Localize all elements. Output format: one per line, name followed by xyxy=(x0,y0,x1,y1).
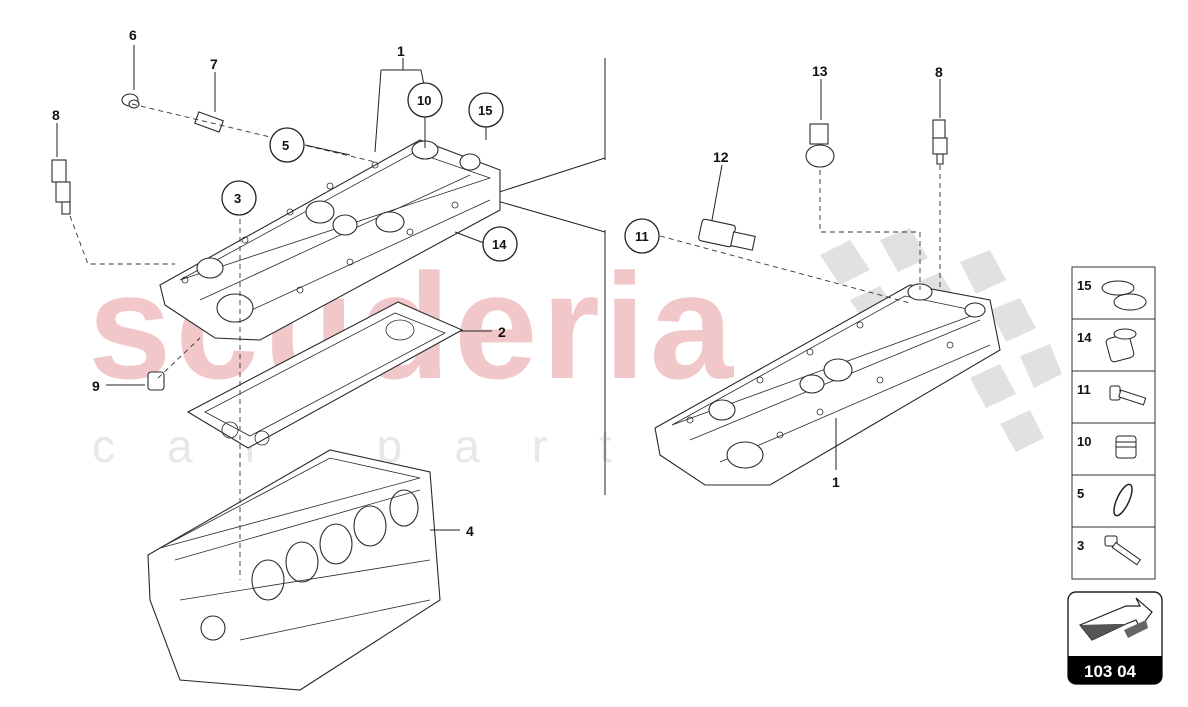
legend-num-10: 10 xyxy=(1077,434,1091,449)
cap-icon xyxy=(1105,328,1137,363)
callout-15-circle xyxy=(468,92,504,128)
arrow-icon xyxy=(1079,597,1153,641)
callout-3-circle xyxy=(221,180,257,216)
callout-7: 7 xyxy=(210,56,218,72)
valve-7 xyxy=(194,111,224,133)
callout-12: 12 xyxy=(713,149,729,165)
callout-6: 6 xyxy=(129,27,137,43)
legend-num-14: 14 xyxy=(1077,330,1092,345)
parts-legend: 15 14 11 10 5 3 xyxy=(1071,266,1156,580)
bolt-short-icon xyxy=(1109,385,1147,406)
callout-10: 10 xyxy=(417,93,431,108)
callout-1-left: 1 xyxy=(397,43,405,59)
bolt-long-icon xyxy=(1104,535,1141,566)
sensor-8-left xyxy=(51,159,71,215)
callout-5-circle xyxy=(269,127,305,163)
callout-11: 11 xyxy=(635,229,649,244)
callout-8-right: 8 xyxy=(935,64,943,80)
plug-icon xyxy=(1115,435,1137,459)
callout-9: 9 xyxy=(92,378,100,394)
seal-ring-icon xyxy=(1113,483,1133,517)
plug-6 xyxy=(121,93,140,109)
callout-15: 15 xyxy=(478,103,492,118)
callout-8-left: 8 xyxy=(52,107,60,123)
callout-14-circle xyxy=(482,226,518,262)
leader-line-1a xyxy=(489,157,606,196)
legend-num-15: 15 xyxy=(1077,278,1091,293)
callout-2: 2 xyxy=(498,324,506,340)
crank-seal xyxy=(200,615,226,641)
sensor-8-right xyxy=(932,119,948,165)
page-code: 103 04 xyxy=(1084,662,1137,681)
callout-13: 13 xyxy=(812,63,828,79)
legend-cell-5 xyxy=(1071,474,1156,528)
pressure-switch-13 xyxy=(805,123,835,168)
callouts-right: 1 8 11 12 13 xyxy=(624,63,943,490)
callout-5: 5 xyxy=(282,138,289,153)
page-code-badge: 103 04 xyxy=(1067,591,1163,685)
cylinder-head-cover-right xyxy=(654,283,1001,486)
leader-line-1b xyxy=(479,195,606,233)
callout-10-circle xyxy=(407,82,443,118)
legend-num-3: 3 xyxy=(1077,538,1084,553)
o-ring-pair-icon xyxy=(1101,280,1147,311)
callout-1-right: 1 xyxy=(832,474,840,490)
watermark-sub: car parts xyxy=(92,420,739,472)
watermark: scuderia car parts xyxy=(88,242,739,472)
gasket xyxy=(186,301,464,449)
legend-cell-15 xyxy=(1071,266,1156,320)
legend-num-5: 5 xyxy=(1077,486,1084,501)
cylinder-head-cover-left xyxy=(159,139,501,341)
legend-cell-3 xyxy=(1071,526,1156,580)
cylinder-bores xyxy=(251,489,419,601)
legend-cell-10 xyxy=(1071,422,1156,476)
callout-11-circle xyxy=(624,218,660,254)
solenoid-valve-12 xyxy=(698,218,756,251)
callout-14: 14 xyxy=(492,237,507,252)
legend-num-11: 11 xyxy=(1077,382,1091,397)
engine-block xyxy=(147,449,441,691)
callout-3: 3 xyxy=(234,191,241,206)
callouts-left: 1 2 3 4 5 6 7 8 9 10 14 15 xyxy=(52,27,518,539)
callout-4: 4 xyxy=(466,523,474,539)
